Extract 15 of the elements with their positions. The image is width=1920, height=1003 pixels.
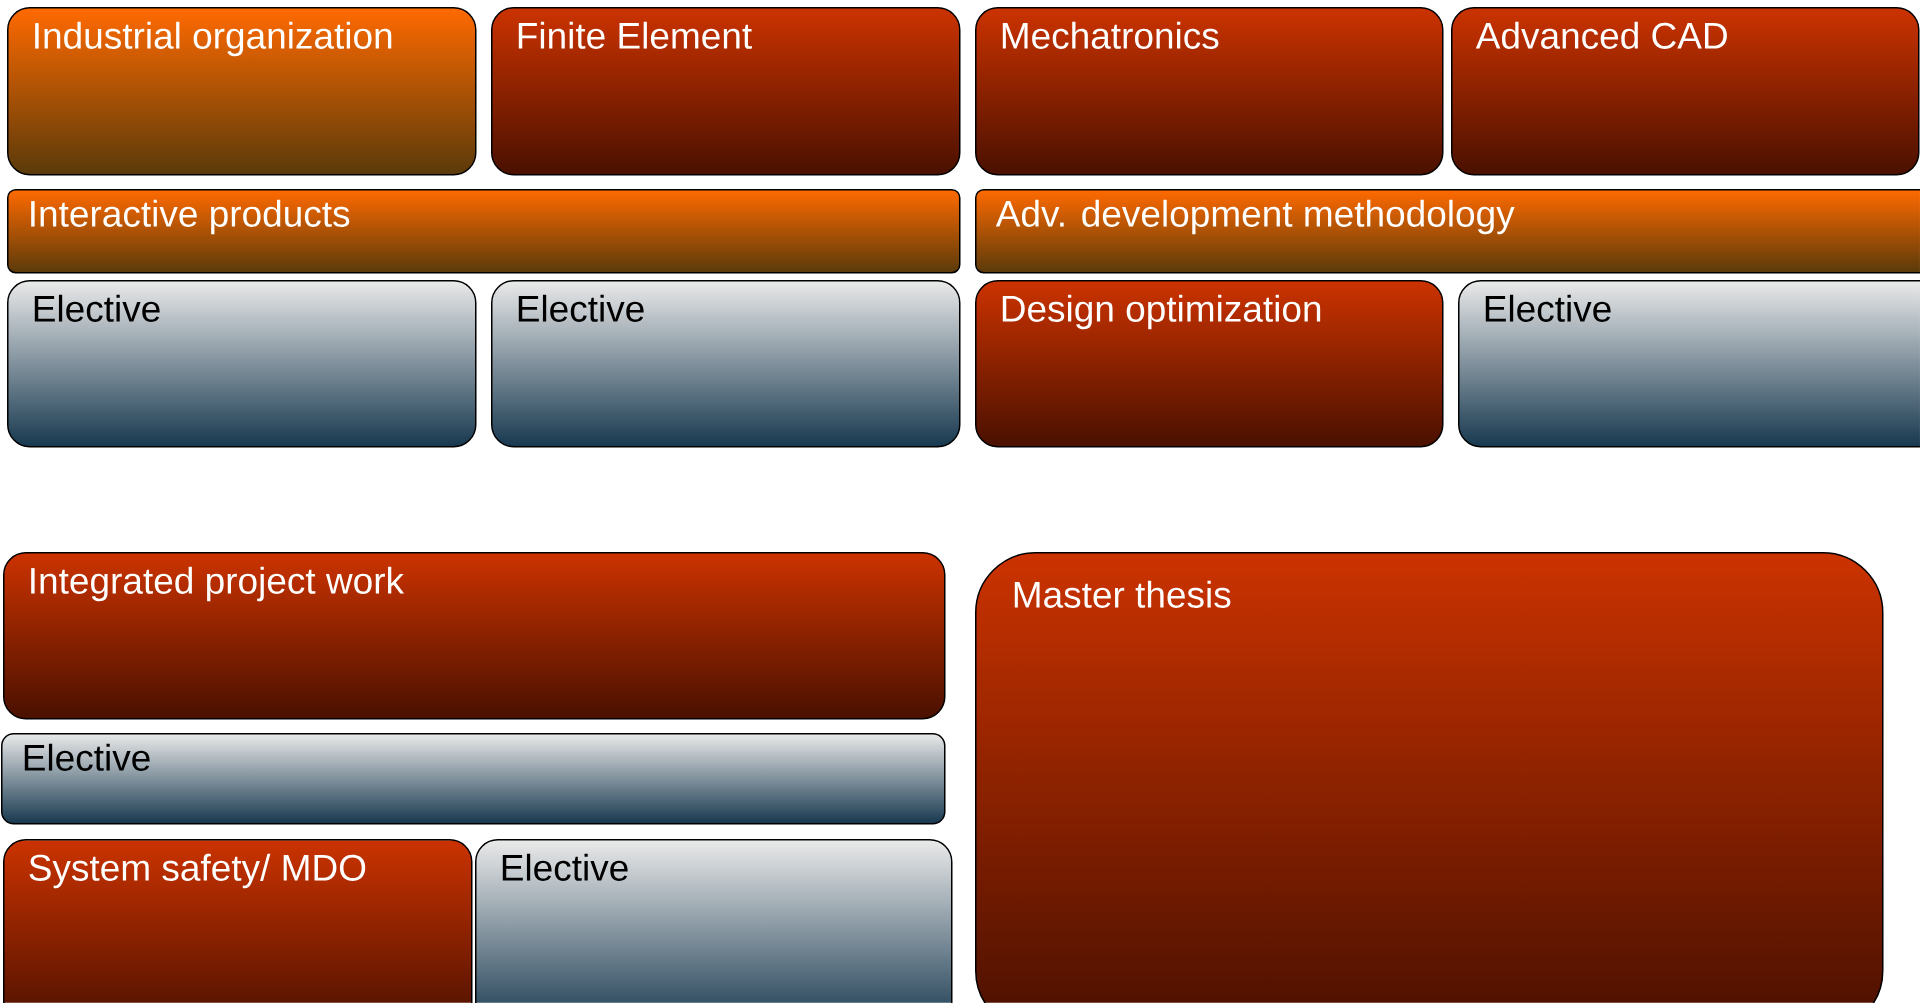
course-box: Interactive products [7,189,961,274]
course-box: Master thesis [975,552,1884,1003]
course-box: System safety/ MDO [3,839,473,1003]
course-box: Finite Element [491,7,961,176]
course-box: Industrial organization [7,7,477,176]
course-box: Elective [1458,280,1920,448]
course-box: Integrated project work [3,552,946,720]
course-box: Elective [475,839,953,1003]
course-box: Elective [7,280,477,448]
course-box: Mechatronics [975,7,1444,176]
course-box: Design optimization [975,280,1444,448]
course-box: Adv. development methodology [975,189,1920,274]
course-box: Elective [491,280,961,448]
course-box: Elective [1,733,946,825]
course-box: Advanced CAD [1451,7,1920,176]
